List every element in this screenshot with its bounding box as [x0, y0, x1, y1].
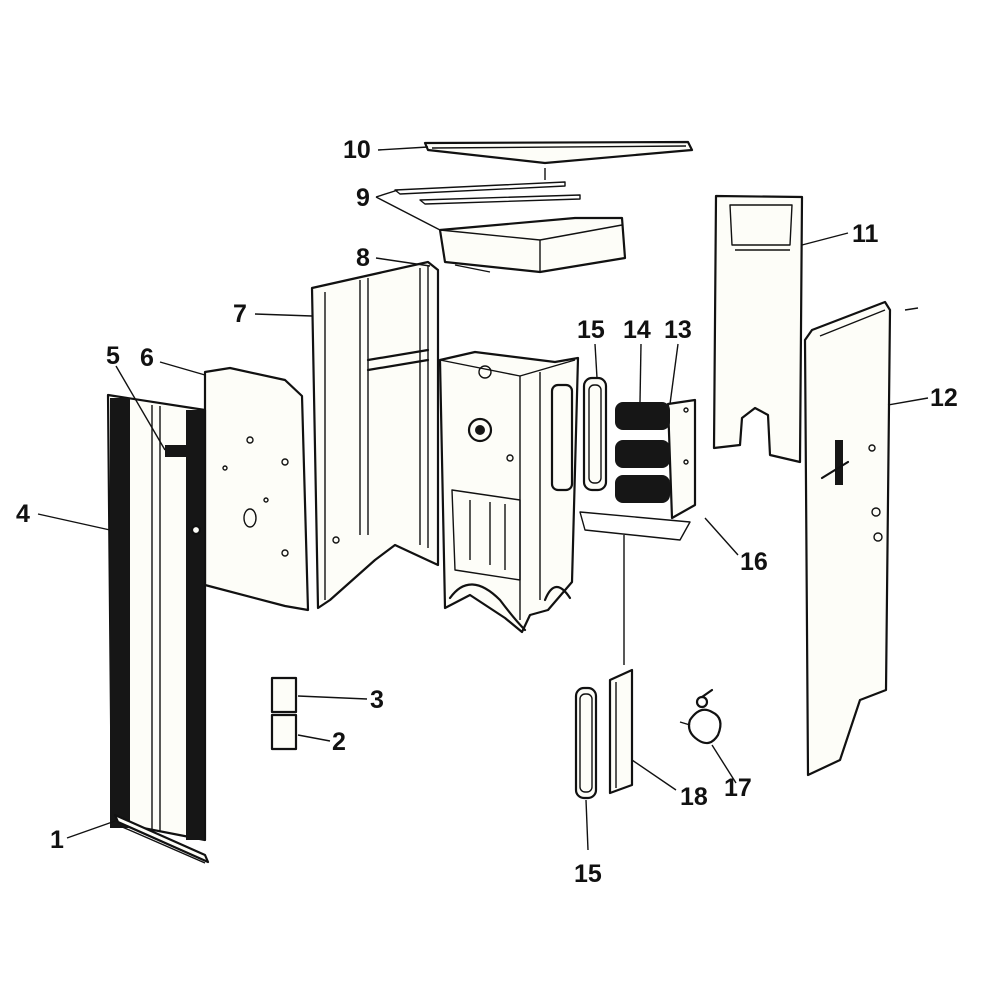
label-15-lower: 15 — [574, 860, 602, 888]
label-8: 8 — [356, 244, 370, 272]
label-7: 7 — [233, 300, 247, 328]
label-18: 18 — [680, 783, 708, 811]
part-10-top-lid — [423, 140, 694, 165]
heater-core-unit — [438, 350, 580, 634]
part-9-tray — [394, 168, 627, 274]
leader-lines — [37, 146, 929, 851]
part-15-gasket-upper — [582, 376, 608, 492]
label-13: 13 — [664, 316, 692, 344]
part-2-pad — [270, 713, 298, 751]
label-14: 14 — [623, 316, 651, 344]
part-12-side-panel — [803, 300, 919, 777]
label-10: 10 — [343, 136, 371, 164]
part-3-pad — [270, 676, 298, 714]
part-4-front-grille — [106, 393, 207, 842]
label-3: 3 — [370, 686, 384, 714]
label-11: 11 — [852, 220, 879, 248]
part-11-rear-panel — [712, 194, 804, 464]
label-12: 12 — [930, 384, 958, 412]
label-1: 1 — [50, 826, 64, 854]
label-15-upper: 15 — [577, 316, 605, 344]
label-4: 4 — [16, 500, 30, 528]
label-2: 2 — [332, 728, 346, 756]
label-16: 16 — [740, 548, 768, 576]
part-18-filter — [608, 668, 634, 795]
part-13-14-element-block — [579, 398, 697, 541]
label-9: 9 — [356, 184, 370, 212]
label-6: 6 — [140, 344, 154, 372]
label-17: 17 — [724, 774, 752, 802]
part-15-gasket-lower — [574, 686, 598, 800]
part-7-chassis-frame — [310, 260, 440, 610]
part-6-mounting-plate — [203, 366, 310, 612]
part-17-valve — [679, 688, 722, 745]
label-5: 5 — [106, 342, 120, 370]
